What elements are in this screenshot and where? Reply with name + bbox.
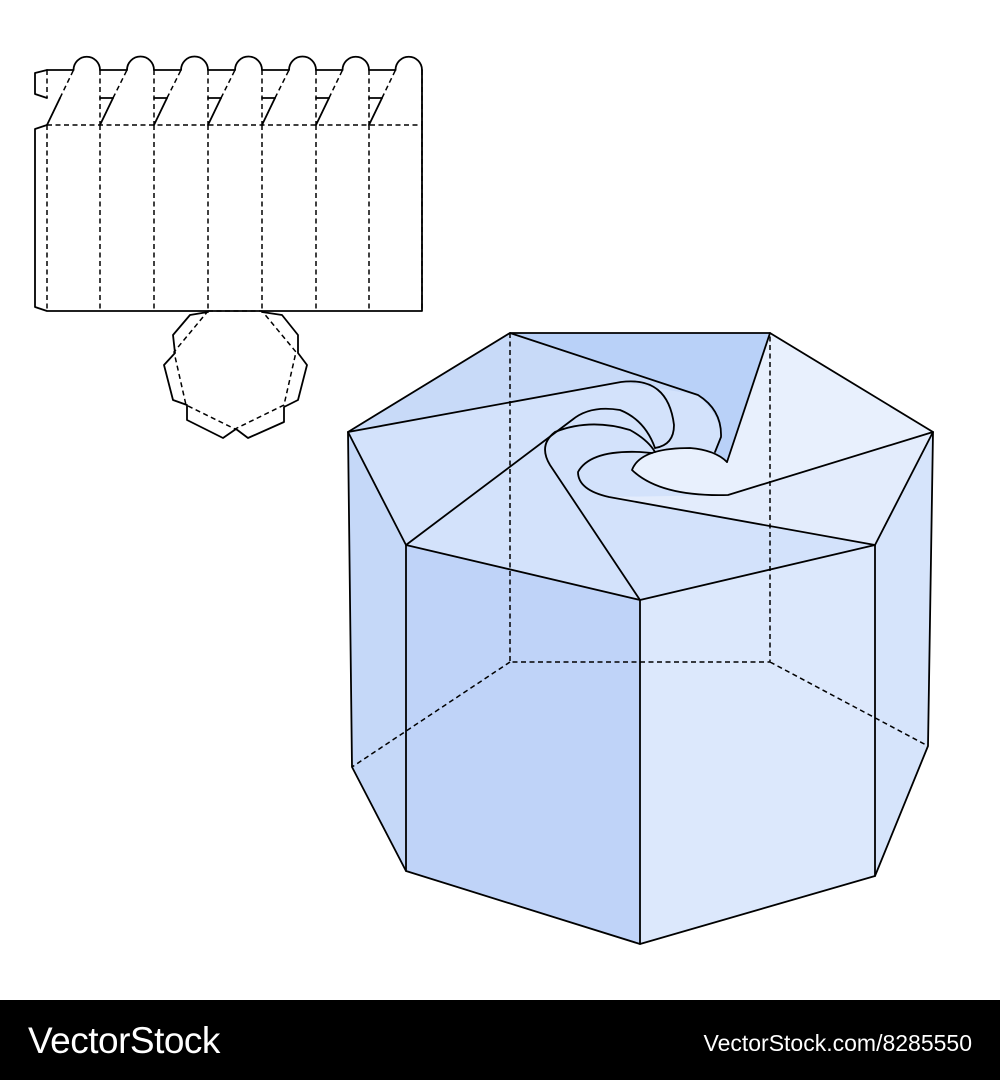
rounded-lock-tab (72, 55, 101, 71)
rounded-lock-tab (126, 55, 155, 71)
tab-diagonal-fold (381, 69, 397, 99)
tab-diagonal-fold (328, 69, 344, 99)
rounded-lock-tab (341, 55, 370, 71)
lid-flap-top (510, 333, 770, 462)
footer-banner: VectorStock VectorStock.com/8285550 (0, 1000, 1000, 1080)
bottom-lid-fold (173, 310, 297, 430)
tab-diagonal-cut (207, 97, 222, 126)
box-front-right (640, 545, 875, 944)
lid-flap-lower-right (609, 432, 933, 545)
tab-diagonal-cut (153, 97, 168, 126)
tab-diagonal-fold (59, 69, 75, 99)
rounded-lock-tab (288, 55, 317, 71)
glue-flap-top (34, 69, 48, 99)
brand-logo: VectorStock (28, 1020, 220, 1061)
assembled-box (347, 332, 934, 945)
box-edges (347, 332, 934, 945)
box-left-side (348, 432, 406, 871)
tab-diagonal-fold (220, 69, 236, 99)
lid-flap-lines (347, 332, 934, 601)
image-reference: VectorStock.com/8285550 (703, 1030, 973, 1056)
box-diagram (34, 55, 934, 945)
tab-diagonal-cut (46, 97, 61, 126)
lid-flap-top-left (348, 333, 698, 432)
tab-diagonal-fold (166, 69, 182, 99)
box-right-side (875, 432, 933, 876)
rounded-lock-tab (234, 55, 263, 71)
tab-diagonal-cut (368, 97, 383, 126)
tab-diagonal-fold (112, 69, 128, 99)
net-outline (34, 69, 423, 312)
tab-diagonal-cut (261, 97, 276, 126)
box-front-left (406, 545, 640, 944)
tab-diagonal-cut (315, 97, 330, 126)
die-cut-net (34, 55, 423, 439)
tab-diagonal-fold (274, 69, 290, 99)
rounded-lock-tab (180, 55, 209, 71)
rounded-lock-tab (394, 55, 423, 71)
tab-diagonal-cut (99, 97, 114, 126)
bottom-lid-outline (163, 311, 308, 439)
